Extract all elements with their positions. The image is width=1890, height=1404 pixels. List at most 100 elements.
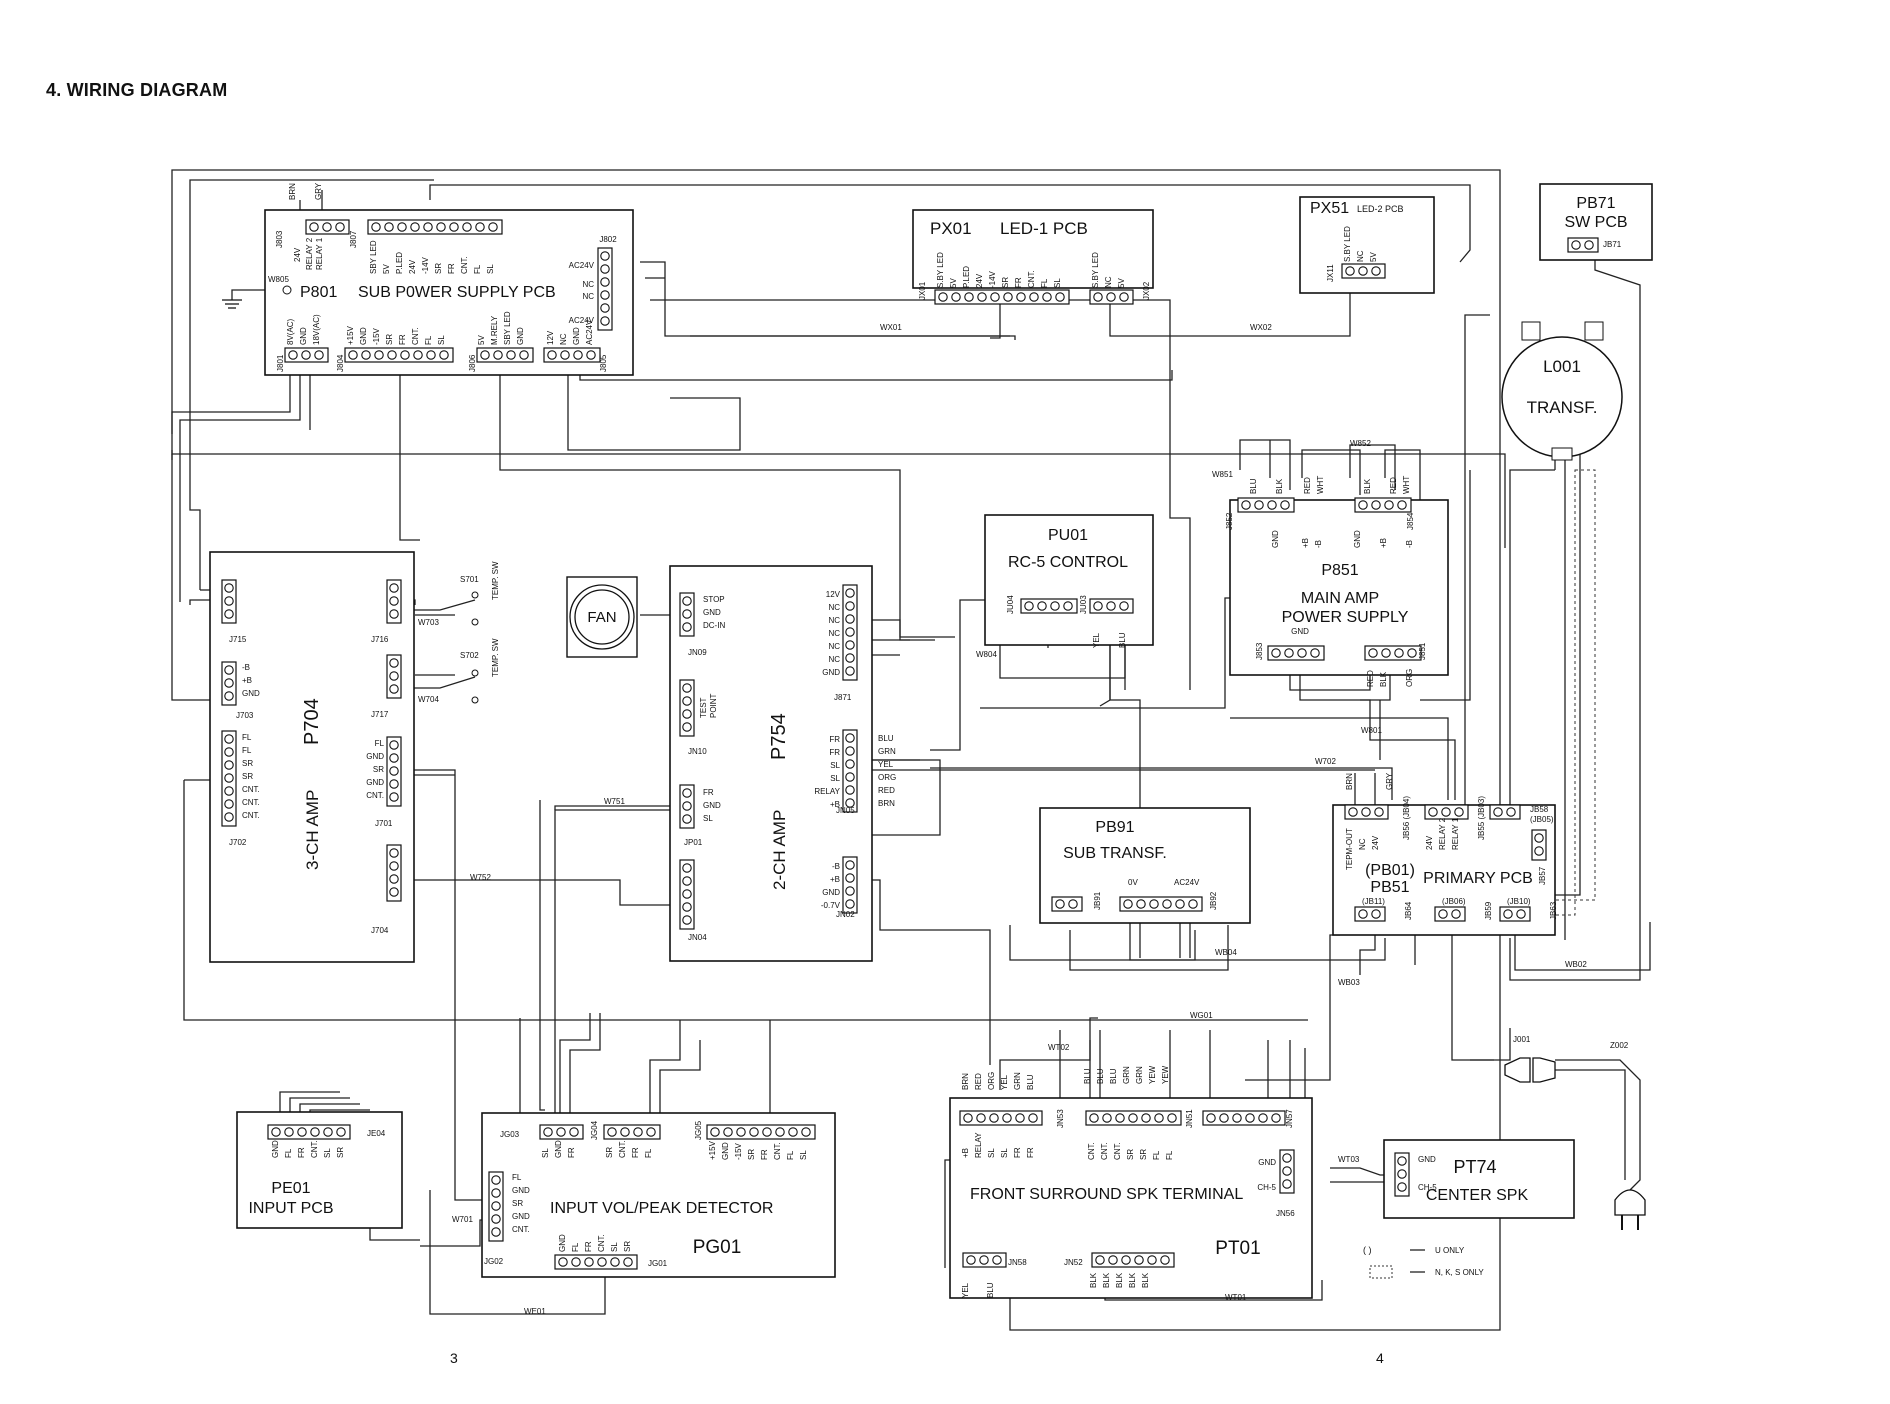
pin-label: GND: [512, 1186, 530, 1195]
pin-label: SL: [486, 264, 495, 274]
connector-j704: [386, 844, 402, 902]
wire: [554, 805, 680, 810]
pin: [224, 799, 234, 809]
wire: [1359, 935, 1376, 975]
pin: [1055, 292, 1065, 302]
pin-label: POINT: [709, 693, 718, 718]
board-label-pe01: PE01: [271, 1180, 310, 1197]
board-label-pu01-desc: RC-5 CONTROL: [1008, 554, 1128, 571]
pin-label: ORG: [987, 1072, 996, 1090]
board-label-pb51-desc: PRIMARY PCB: [1423, 870, 1533, 887]
fan-icon: [574, 589, 630, 645]
pin-label: SL: [610, 1242, 619, 1252]
pin: [845, 653, 855, 663]
wire-label-wt03: WT03: [1338, 1155, 1360, 1164]
pin: [1534, 833, 1544, 843]
pin-label: BLK: [1089, 1272, 1098, 1288]
pin: [992, 1255, 1002, 1265]
pin-label: DC-IN: [703, 621, 725, 630]
pin: [323, 1127, 333, 1137]
pin: [310, 1127, 320, 1137]
connector-id: (JB11): [1362, 897, 1385, 906]
wire-label-we01: WE01: [524, 1307, 546, 1316]
pin: [682, 609, 692, 619]
pin-label: SR: [385, 334, 394, 345]
pin: [1397, 1169, 1407, 1179]
pin: [682, 709, 692, 719]
pin: [1128, 1113, 1138, 1123]
pin-label: GND: [703, 801, 721, 810]
pin: [600, 303, 610, 313]
pin: [1136, 899, 1146, 909]
pin-label: SR: [242, 772, 253, 781]
pin-label: BRN: [288, 183, 297, 200]
pin: [335, 222, 345, 232]
board-label-p704: P704: [301, 698, 323, 745]
wire: [569, 1013, 601, 1118]
pin-label: SL: [830, 761, 840, 770]
pin-label: RED: [1389, 477, 1398, 494]
pin: [1371, 500, 1381, 510]
pin-label: SR: [336, 1147, 345, 1158]
pin: [1397, 1156, 1407, 1166]
pin: [989, 1113, 999, 1123]
pin: [979, 1255, 989, 1265]
pin-label: -B: [1314, 540, 1323, 548]
pin: [845, 640, 855, 650]
pin-label: TEST: [699, 697, 708, 718]
wire-label-w804: W804: [976, 650, 997, 659]
wire-label-w702: W702: [1315, 757, 1336, 766]
pin-label: RED: [1366, 670, 1375, 687]
board-label-p754: P754: [768, 713, 790, 760]
pin-label: NC: [582, 292, 594, 301]
pin-label: CNT.: [512, 1225, 530, 1234]
pin-label: GRN: [1135, 1066, 1144, 1084]
pin-label: SL: [437, 335, 446, 345]
pin-label: GND: [554, 1140, 563, 1158]
pin-label: SR: [1126, 1149, 1135, 1160]
pin-label: GND: [1291, 627, 1309, 636]
pin: [558, 1257, 568, 1267]
pin-label: GRY: [1385, 772, 1394, 790]
pin-label: FR: [1013, 1147, 1022, 1158]
pin: [964, 292, 974, 302]
wire-label-wt01: WT01: [1225, 1293, 1247, 1302]
pin: [389, 792, 399, 802]
pin-label: CNT.: [242, 798, 260, 807]
pin-label: NC: [559, 333, 568, 345]
pin: [1055, 899, 1065, 909]
pin: [1241, 500, 1251, 510]
board-label-pt74: PT74: [1453, 1157, 1496, 1177]
connector-id: J801: [276, 354, 285, 372]
pin-label: -14V: [421, 256, 430, 274]
pin: [1394, 648, 1404, 658]
pin-label: -B: [242, 663, 250, 672]
connector-id: S702: [460, 651, 479, 660]
pin-label: YEW: [1148, 1065, 1157, 1084]
wire-label-wx01: WX01: [880, 323, 902, 332]
wire: [659, 1040, 701, 1118]
wire: [189, 599, 215, 605]
pin: [1175, 899, 1185, 909]
pin: [1167, 1113, 1177, 1123]
pin-label: +B: [830, 875, 840, 884]
wire: [1089, 1017, 1098, 1110]
pin: [491, 1188, 501, 1198]
pin: [224, 596, 234, 606]
connector-id: JB71: [1603, 240, 1622, 249]
pin: [389, 740, 399, 750]
pin: [491, 1201, 501, 1211]
legend-u-only: U ONLY: [1435, 1246, 1465, 1255]
pin-label: FR: [398, 334, 407, 345]
pin-label: GND: [366, 752, 384, 761]
pin: [1024, 601, 1034, 611]
wire: [640, 261, 1016, 340]
pin-label: RED: [1303, 477, 1312, 494]
pin-label: 12V: [546, 330, 555, 345]
pin: [569, 1127, 579, 1137]
connector-id: JB56 (JB04): [1402, 796, 1411, 840]
connector-id: JB92: [1209, 891, 1218, 910]
pin-label: BLU: [1026, 1074, 1035, 1090]
pin-label: FR: [829, 735, 840, 744]
wire: [1451, 935, 1511, 1061]
